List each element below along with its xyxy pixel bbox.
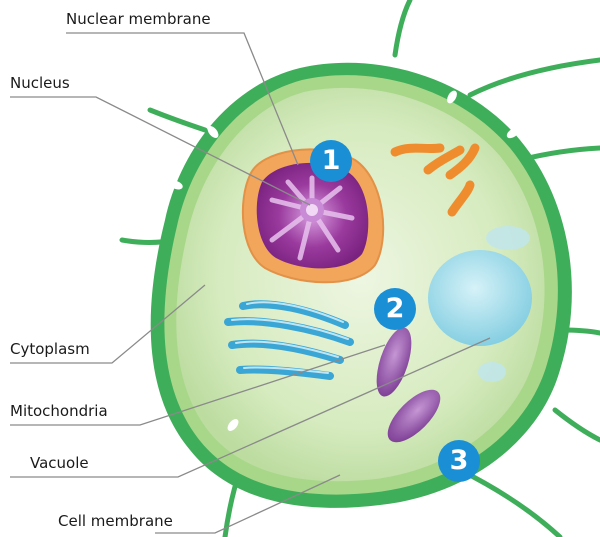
small-vacuole [486, 226, 530, 250]
nucleolus-core [306, 204, 318, 216]
label-mitochondria: Mitochondria [10, 402, 108, 420]
badge-1: 1 [310, 140, 352, 182]
badge-3: 3 [438, 440, 480, 482]
label-nucleus: Nucleus [10, 74, 70, 92]
label-cytoplasm: Cytoplasm [10, 340, 90, 358]
small-vacuole [478, 362, 506, 382]
label-vacuole: Vacuole [30, 454, 89, 472]
vacuole [428, 250, 532, 346]
label-nuclear-membrane: Nuclear membrane [66, 10, 211, 28]
badge-2: 2 [374, 288, 416, 330]
label-cell-membrane: Cell membrane [58, 512, 173, 530]
